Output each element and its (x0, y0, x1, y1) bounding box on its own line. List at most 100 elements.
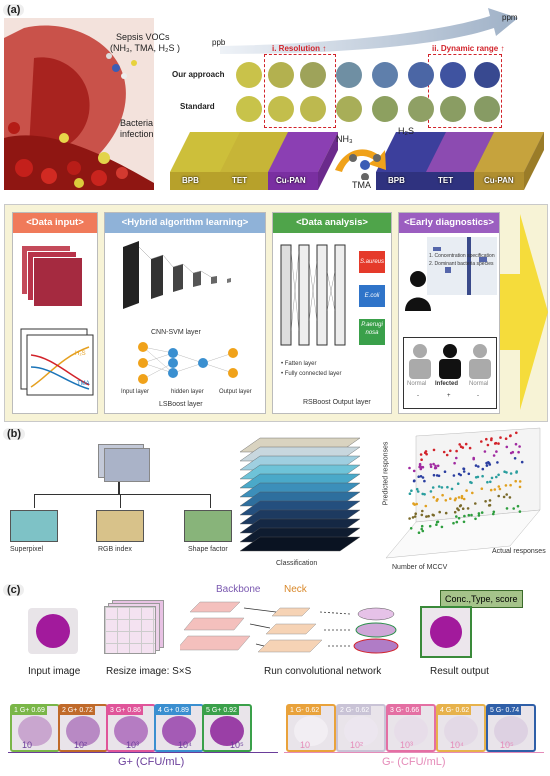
color-dot (440, 96, 466, 122)
strip-right-label-2: TET (438, 176, 454, 185)
response-curves (20, 328, 94, 396)
dynamic-range-label: ii. Dynamic range ↑ (432, 44, 505, 53)
scatter-point (490, 476, 494, 480)
dish-result: 3 G+ 0.86 (106, 704, 156, 752)
scatter-point (445, 453, 449, 457)
scatter-point (467, 513, 471, 517)
scatter-point (481, 467, 485, 471)
dish-result-label: 3 G- 0.66 (388, 706, 422, 715)
scatter-point (429, 463, 432, 466)
scatter-point (516, 504, 520, 508)
scatter-point (435, 474, 439, 477)
dish-result: 3 G- 0.66 (386, 704, 436, 752)
scatter-point (495, 475, 498, 479)
row-our-approach: Our approach (172, 70, 225, 79)
scatter-point (431, 486, 435, 489)
dish-result-label: 3 G+ 0.86 (108, 706, 143, 715)
input-layer-label: Input layer (121, 389, 150, 395)
result-output-label: Result output (430, 666, 489, 677)
scatter-point (486, 443, 490, 447)
scatter-point (476, 475, 480, 479)
scatter-point (421, 509, 424, 513)
scatter-point (432, 514, 435, 517)
scatter-point (512, 507, 515, 510)
scatter-point (413, 515, 417, 518)
scatter-point (505, 507, 509, 510)
patient-label-1: Normal (407, 381, 427, 387)
conc-spec-label: 1. Concentration specification (429, 253, 495, 259)
scatter-point (508, 496, 512, 499)
gminus-tick: 10 (300, 740, 311, 750)
bacteria-box-paeruginosa: P.aerugi nosa (359, 319, 385, 345)
scatter-point (423, 493, 426, 496)
micrograph (427, 237, 497, 295)
patient-normal-1-icon (409, 344, 431, 379)
scatter-point (408, 517, 411, 520)
gplus-tick: 10⁵ (230, 740, 244, 750)
dish-result: 4 G+ 0.89 (154, 704, 204, 752)
scatter-point (418, 462, 422, 466)
scatter-point (457, 496, 461, 499)
scatter-point (440, 525, 444, 529)
scatter-point (408, 466, 411, 470)
scatter-point (480, 440, 483, 443)
dish-result: 4 G- 0.62 (436, 704, 486, 752)
scatter-point (505, 493, 508, 496)
color-dot (268, 96, 294, 122)
dish-result-label: 4 G- 0.62 (438, 706, 472, 715)
data-analysis-panel: <Data analysis> S.aureus E.coli P.aerugi… (272, 212, 392, 414)
scatter-point (490, 437, 493, 440)
gplus-tick: 10 (22, 740, 33, 750)
scatter-point (493, 488, 497, 491)
dish-plate (344, 716, 378, 746)
scatter-point (424, 450, 428, 453)
scatter-point (489, 488, 493, 492)
gplus-axis-label: G+ (CFU/mL) (118, 756, 185, 768)
sensor-strip-right (376, 132, 544, 190)
scatter-point (497, 494, 500, 498)
scatter-point (435, 523, 438, 526)
scatter-point (417, 475, 420, 478)
patient-label-2: Infected (435, 381, 459, 387)
sepsis-vocs-text: Sepsis VOCs (116, 32, 170, 42)
scatter-point (425, 452, 428, 456)
scatter-point (410, 489, 413, 492)
input-image-label: Input image (28, 666, 81, 677)
backbone-label: Backbone (216, 584, 261, 595)
scatter-point (461, 446, 465, 449)
classification-layer (239, 536, 361, 552)
gplus-tick: 10² (74, 740, 88, 750)
scatter-point (461, 507, 465, 510)
scatter-point (505, 445, 509, 449)
sepsis-formula-text: (NH₃, TMA, H₂S ) (110, 43, 180, 53)
scatter-point (484, 500, 487, 503)
rgb-index-label: RGB index (98, 546, 132, 553)
doctor-icon (405, 271, 431, 311)
scatter-point (460, 494, 464, 498)
scatter-point (495, 450, 498, 453)
patient-sign-3: - (477, 393, 479, 399)
scatter-point (486, 480, 489, 484)
scatter-point (463, 514, 466, 518)
scatter-point (518, 510, 522, 513)
color-dot (268, 62, 294, 88)
scatter-point (415, 502, 418, 506)
fully-connected-label: • Fully connected layer (281, 371, 342, 377)
scatter-point (467, 472, 471, 476)
scatter-point (424, 504, 428, 508)
tma-molecule-icon (349, 154, 381, 180)
scatter-point (492, 510, 496, 514)
color-dot (336, 96, 362, 122)
result-tag: Conc.,Type, score (440, 590, 523, 608)
scatter-point (414, 512, 417, 515)
sensor-strip-left (170, 132, 338, 190)
dominant-label: 2. Dominant bacteria species (429, 261, 494, 267)
scatter-point (450, 487, 454, 491)
scatter-point (412, 469, 416, 473)
scatter-point (515, 470, 518, 473)
scatter-point (455, 456, 458, 460)
patient-label-3: Normal (469, 381, 489, 387)
scatter-point (474, 502, 477, 505)
scatter-point (481, 474, 484, 478)
scatter-3d-plot (385, 427, 541, 559)
